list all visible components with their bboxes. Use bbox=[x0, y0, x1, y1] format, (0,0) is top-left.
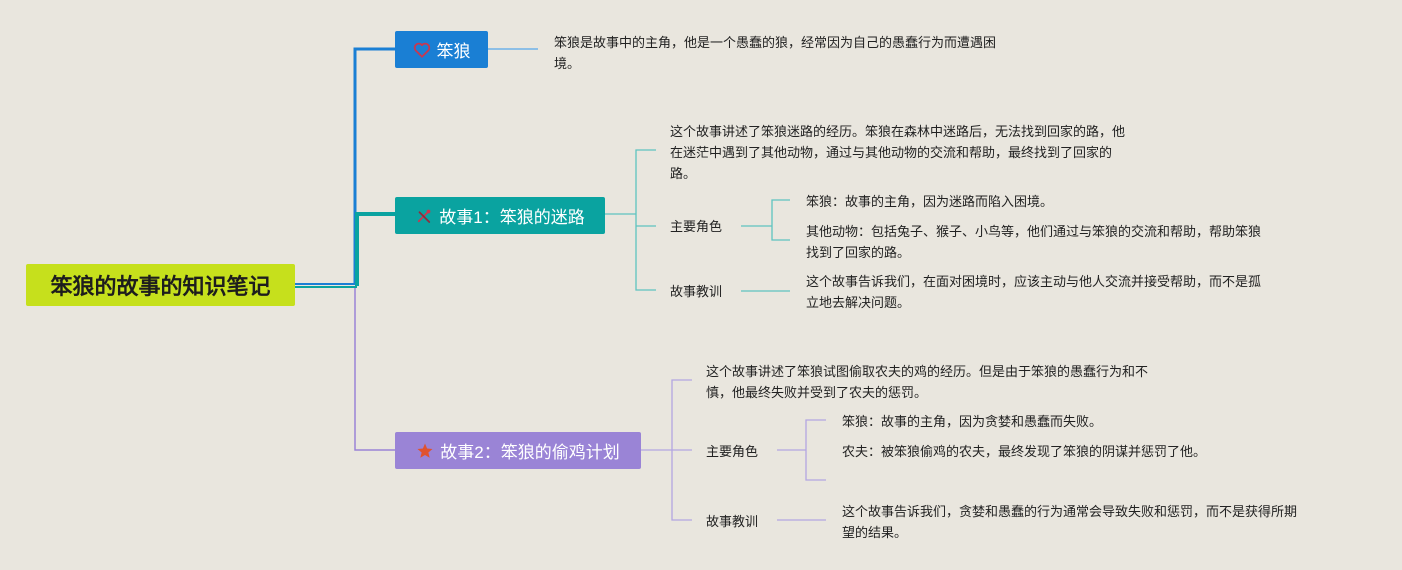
root-topic[interactable]: 笨狼的故事的知识笔记 bbox=[26, 264, 295, 306]
heart-icon bbox=[413, 42, 430, 58]
star-icon bbox=[417, 443, 433, 458]
branch-topic-story2[interactable]: 故事2：笨狼的偷鸡计划 bbox=[395, 432, 641, 469]
story2-role-benlang: 笨狼：故事的主角，因为贪婪和愚蠢而失败。 bbox=[842, 414, 1103, 429]
story1-lesson: 这个故事告诉我们，在面对困境时，应该主动与他人交流并接受帮助，而不是孤 立地去解… bbox=[806, 274, 1262, 310]
branch1-desc: 笨狼是故事中的主角，他是一个愚蠢的狼，经常因为自己的愚蠢行为而遭遇困 境。 bbox=[554, 35, 997, 71]
story2-roles-label[interactable]: 主要角色 bbox=[706, 444, 759, 459]
story2-role-farmer: 农夫：被笨狼偷鸡的农夫，最终发现了笨狼的阴谋并惩罚了他。 bbox=[842, 444, 1207, 459]
branch-topic-story1[interactable]: 故事1：笨狼的迷路 bbox=[395, 197, 605, 234]
branch-topic-benlang[interactable]: 笨狼 bbox=[395, 31, 488, 68]
branch2-connectors bbox=[605, 149, 790, 292]
story2-lesson: 这个故事告诉我们，贪婪和愚蠢的行为通常会导致失败和惩罚，而不是获得所期 望的结果… bbox=[842, 504, 1298, 540]
branch1-title: 笨狼 bbox=[436, 42, 471, 61]
branch3-connectors bbox=[641, 379, 826, 521]
branch2-title: 故事1：笨狼的迷路 bbox=[439, 208, 585, 227]
story1-roles-label[interactable]: 主要角色 bbox=[670, 219, 723, 234]
story1-lesson-label[interactable]: 故事教训 bbox=[670, 284, 723, 299]
story2-lesson-label[interactable]: 故事教训 bbox=[706, 514, 759, 529]
story1-role-other-animals: 其他动物：包括兔子、猴子、小鸟等，他们通过与笨狼的交流和帮助，帮助笨狼 找到了回… bbox=[806, 224, 1262, 260]
story1-role-benlang: 笨狼：故事的主角，因为迷路而陷入困境。 bbox=[806, 194, 1054, 209]
branch3-title: 故事2：笨狼的偷鸡计划 bbox=[440, 443, 620, 462]
tools-icon bbox=[418, 209, 431, 223]
root-connectors bbox=[295, 47, 395, 451]
story1-summary: 这个故事讲述了笨狼迷路的经历。笨狼在森林中迷路后，无法找到回家的路，他 在迷茫中… bbox=[670, 124, 1126, 181]
root-title: 笨狼的故事的知识笔记 bbox=[50, 274, 271, 299]
story2-summary: 这个故事讲述了笨狼试图偷取农夫的鸡的经历。但是由于笨狼的愚蠢行为和不 慎，他最终… bbox=[706, 364, 1149, 400]
